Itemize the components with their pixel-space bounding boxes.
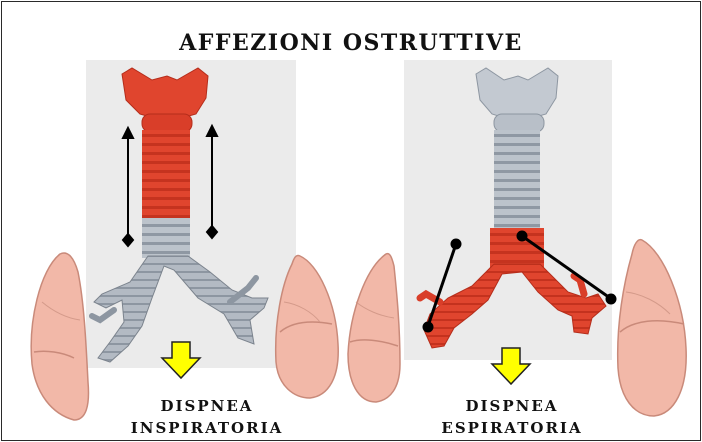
caption-expiratory-line2: ESPIRATORIA	[432, 417, 592, 439]
left-measure-arrow-2	[207, 126, 217, 238]
right-down-arrow	[492, 348, 530, 384]
left-trachea-obstructed	[142, 130, 190, 220]
lung-center-right	[348, 254, 400, 402]
right-trachea-normal	[494, 130, 540, 230]
caption-expiratory-line1: DISPNEA	[432, 395, 592, 417]
left-trachea-normal	[142, 218, 190, 258]
caption-inspiratory-line2: INSPIRATORIA	[127, 417, 287, 439]
right-airway	[420, 68, 615, 384]
caption-inspiratory: DISPNEA INSPIRATORIA	[127, 395, 287, 439]
left-airway	[92, 68, 268, 378]
left-down-arrow	[162, 342, 200, 378]
left-measure-arrow-1	[123, 128, 133, 246]
lung-far-right	[618, 240, 687, 416]
right-cricoid	[494, 114, 544, 132]
left-cricoid	[142, 114, 192, 132]
lung-far-left	[31, 253, 88, 420]
caption-inspiratory-line1: DISPNEA	[127, 395, 287, 417]
lung-center-left	[276, 255, 339, 398]
caption-expiratory: DISPNEA ESPIRATORIA	[432, 395, 592, 439]
